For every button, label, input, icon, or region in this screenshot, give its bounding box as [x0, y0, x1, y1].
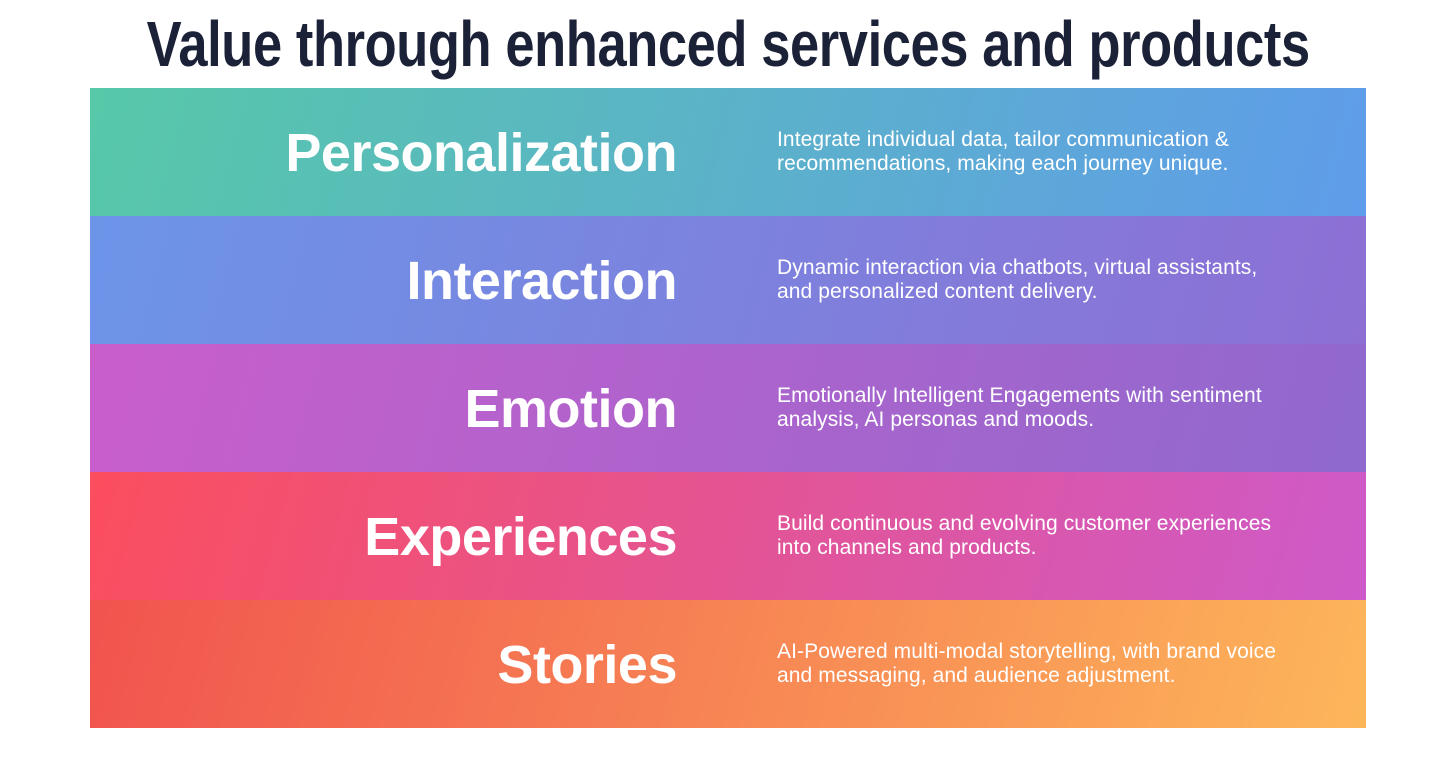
header: Value through enhanced services and prod…: [0, 0, 1456, 88]
page-title: Value through enhanced services and prod…: [146, 8, 1310, 80]
band-row: Experiences Build continuous and evolvin…: [90, 472, 1366, 600]
band-description: Dynamic interaction via chatbots, virtua…: [777, 255, 1258, 304]
band-row: Stories AI-Powered multi-modal storytell…: [90, 600, 1366, 728]
band-row: Interaction Dynamic interaction via chat…: [90, 216, 1366, 344]
band-description: Build continuous and evolving customer e…: [777, 511, 1272, 560]
bands-container: Personalization Integrate individual dat…: [90, 88, 1366, 728]
band-description: Emotionally Intelligent Engagements with…: [777, 383, 1262, 432]
band-description: AI-Powered multi-modal storytelling, wit…: [777, 639, 1277, 688]
band-label: Experiences: [364, 507, 677, 567]
band-row: Personalization Integrate individual dat…: [90, 88, 1366, 216]
band-label: Stories: [497, 635, 677, 695]
band-label: Emotion: [464, 379, 678, 439]
band-row: Emotion Emotionally Intelligent Engageme…: [90, 344, 1366, 472]
band-label: Personalization: [285, 123, 677, 183]
band-description: Integrate individual data, tailor commun…: [777, 127, 1229, 176]
band-label: Interaction: [406, 251, 677, 311]
